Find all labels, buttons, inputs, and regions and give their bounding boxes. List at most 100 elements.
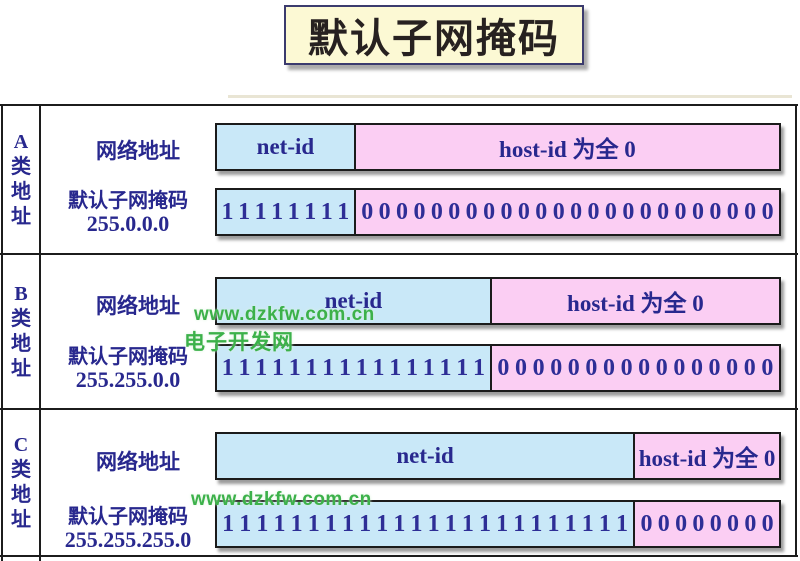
net-id-label-a: net-id [256, 134, 315, 159]
char: 1 [272, 355, 284, 381]
char: 0 [709, 511, 722, 537]
char: 1 [222, 511, 235, 537]
char: 0 [726, 355, 739, 381]
char: 0 [552, 199, 565, 225]
char: 1 [406, 355, 418, 381]
mask-label-a: 默认子网掩码 255.0.0.0 [40, 190, 216, 236]
char: 0 [550, 355, 563, 381]
char: 1 [221, 355, 234, 381]
char: 0 [602, 355, 615, 381]
char: 1 [337, 199, 350, 225]
char: 1 [324, 511, 337, 537]
char: 1 [254, 199, 267, 225]
char: 0 [640, 511, 653, 537]
char: 类 [11, 458, 31, 481]
network-address-label-c: 网络地址 [96, 450, 180, 474]
char: 1 [496, 511, 509, 537]
network-address-label-a: 网络地址 [96, 139, 180, 163]
char: 1 [355, 355, 368, 381]
char: 1 [305, 355, 318, 381]
char: 1 [461, 511, 474, 537]
char: 0 [726, 199, 739, 225]
char: 1 [359, 511, 372, 537]
char: 0 [497, 355, 510, 381]
mask-label-text-a: 默认子网掩码 [68, 190, 188, 212]
char: 1 [304, 199, 317, 225]
char: 1 [342, 511, 354, 537]
char: 0 [692, 511, 705, 537]
char: B [14, 282, 28, 305]
title-box: 默认子网掩码 [284, 5, 584, 65]
host-id-segment-a: host-id 为全 0 [356, 125, 779, 169]
net-id-label-c: net-id [396, 443, 454, 468]
char: 1 [288, 355, 301, 381]
char: 1 [256, 511, 269, 537]
net-id-segment-a: net-id [217, 125, 356, 169]
char: 地 [11, 483, 31, 506]
char: 1 [239, 511, 252, 537]
char: 0 [378, 199, 391, 225]
char: 0 [761, 355, 774, 381]
char: 0 [761, 511, 774, 537]
char: 址 [11, 206, 31, 228]
char: 0 [570, 199, 583, 225]
char: 0 [638, 355, 651, 381]
network-address-bar-c: net-id host-id 为全 0 [215, 432, 781, 480]
mask-label-text-b: 默认子网掩码 [68, 346, 188, 368]
char: 1 [564, 511, 577, 537]
char: 0 [622, 199, 635, 225]
char: 0 [515, 355, 527, 381]
char: 0 [413, 199, 426, 225]
char: 1 [287, 199, 300, 225]
char: 0 [465, 199, 478, 225]
char: 类 [11, 307, 31, 330]
net-id-segment-b: net-id [217, 279, 492, 323]
char: 1 [473, 355, 485, 381]
table-divider-bc [0, 408, 798, 410]
page-title: 默认子网掩码 [308, 17, 560, 61]
network-address-label-b: 网络地址 [96, 294, 180, 318]
char: 1 [389, 355, 402, 381]
char: 1 [439, 355, 452, 381]
char: 1 [393, 511, 406, 537]
char: 1 [444, 511, 457, 537]
char: 1 [530, 511, 543, 537]
char: 0 [361, 199, 374, 225]
char: 0 [587, 199, 600, 225]
decorative-line [228, 95, 792, 98]
mask-value-a: 255.0.0.0 [86, 211, 170, 236]
char: 1 [339, 355, 351, 381]
char: 1 [320, 199, 333, 225]
net-id-segment-c: net-id [217, 434, 636, 478]
char: 0 [690, 355, 703, 381]
char: 0 [604, 199, 617, 225]
char: 0 [620, 355, 633, 381]
char: C [13, 433, 29, 456]
char: 0 [567, 355, 580, 381]
network-address-bar-a: net-id host-id 为全 0 [215, 123, 781, 171]
char: 1 [479, 511, 491, 537]
char: 0 [675, 511, 688, 537]
char: 0 [532, 355, 545, 381]
char: A [13, 131, 29, 153]
char: 1 [581, 511, 594, 537]
net-id-label-b: net-id [324, 288, 383, 313]
char: 0 [535, 199, 548, 225]
char: 1 [290, 511, 303, 537]
char: 0 [585, 355, 598, 381]
char: 1 [322, 355, 335, 381]
char: 0 [743, 355, 756, 381]
char: 1 [221, 199, 234, 225]
char: 0 [657, 511, 670, 537]
char: 类 [11, 156, 31, 178]
char: 1 [598, 511, 611, 537]
char: 地 [11, 332, 31, 355]
char: 0 [517, 199, 530, 225]
